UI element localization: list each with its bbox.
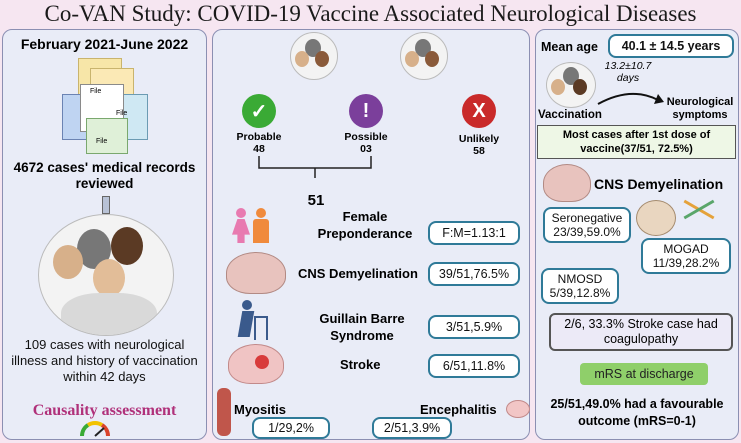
row-value-stroke: 6/51,11.8% <box>428 354 520 378</box>
page-title: Co-VAN Study: COVID-19 Vaccine Associate… <box>44 1 697 26</box>
myositis-label: Myositis <box>234 402 287 417</box>
mrs-title: mRS at discharge <box>580 363 708 385</box>
file-label: File <box>96 138 108 145</box>
row-value-gbs: 3/51,5.9% <box>428 315 520 339</box>
row-value-female: F:M=1.13:1 <box>428 221 520 245</box>
probable-count: 48 <box>253 143 265 155</box>
possible-count: 03 <box>360 143 372 155</box>
row-label-gbs: Guillain Barre Syndrome <box>319 311 405 343</box>
dose-note: Most cases after 1st dose of vaccine(37/… <box>537 125 736 159</box>
unlikely-label: Unlikely <box>458 133 500 145</box>
study-period: February 2021-June 2022 <box>20 36 189 52</box>
stroke-brain-icon <box>228 344 284 384</box>
possible-exclamation-icon: ! <box>349 94 383 128</box>
encephalitis-label: Encephalitis <box>420 402 497 417</box>
seronegative-box: Seronegative 23/39,59.0% <box>543 207 631 243</box>
probable-label: Probable <box>236 131 282 143</box>
brain-small-icon <box>506 400 530 418</box>
brain-icon <box>226 252 286 294</box>
file-stack-icon: File File File <box>60 58 150 154</box>
onset-interval: 13.2±10.7 days <box>604 60 652 84</box>
walker-person-icon <box>234 300 268 340</box>
records-reviewed: 4672 cases' medical records reviewed <box>13 160 196 191</box>
cases-description: 109 cases with neurological illness and … <box>11 337 198 384</box>
row-label-stroke: Stroke <box>340 357 381 372</box>
arrow-icon <box>597 92 664 105</box>
outcome-text: 25/51,49.0% had a favourable outcome (mR… <box>550 397 724 428</box>
stroke-coagulopathy-note: 2/6, 33.3% Stroke case had coagulopathy <box>549 313 733 351</box>
encephalitis-value: 2/51,3.9% <box>372 417 452 439</box>
myositis-value: 1/29,2% <box>252 417 330 439</box>
syringe-icon <box>102 196 110 214</box>
people-group-icon <box>38 214 174 336</box>
neuron-icon <box>682 196 716 224</box>
vaccination-people-icon <box>546 62 596 108</box>
female-male-icon <box>232 208 272 244</box>
file-label: File <box>90 88 102 95</box>
unlikely-x-icon: X <box>462 94 496 128</box>
spinal-cord-icon <box>636 200 676 236</box>
file-label: File <box>116 110 128 117</box>
possible-label: Possible <box>344 131 388 143</box>
neuro-symptoms-label: Neurological symptoms <box>666 96 734 121</box>
unlikely-count: 58 <box>473 145 485 157</box>
mogad-box: MOGAD 11/39,28.2% <box>641 238 731 274</box>
cns-title: CNS Demyelination <box>594 176 724 192</box>
nmosd-box: NMOSD 5/39,12.8% <box>541 268 619 304</box>
mean-age-value: 40.1 ± 14.5 years <box>608 34 734 58</box>
total-count: 51 <box>307 192 325 209</box>
probable-check-icon: ✓ <box>242 94 276 128</box>
bracket-connector <box>258 156 372 178</box>
brain-icon <box>543 164 591 202</box>
people-vaccination-icon <box>290 32 338 80</box>
muscle-body-icon <box>217 388 231 436</box>
causality-assessment: Causality assessment <box>32 402 177 419</box>
row-label-female: Female Preponderance <box>317 209 413 241</box>
mean-age-label: Mean age <box>541 40 598 54</box>
row-value-cns: 39/51,76.5% <box>428 262 520 286</box>
people-vaccination-icon <box>400 32 448 80</box>
vaccination-label: Vaccination <box>538 109 602 121</box>
row-label-cns: CNS Demyelination <box>298 266 418 281</box>
gauge-icon <box>79 421 111 437</box>
